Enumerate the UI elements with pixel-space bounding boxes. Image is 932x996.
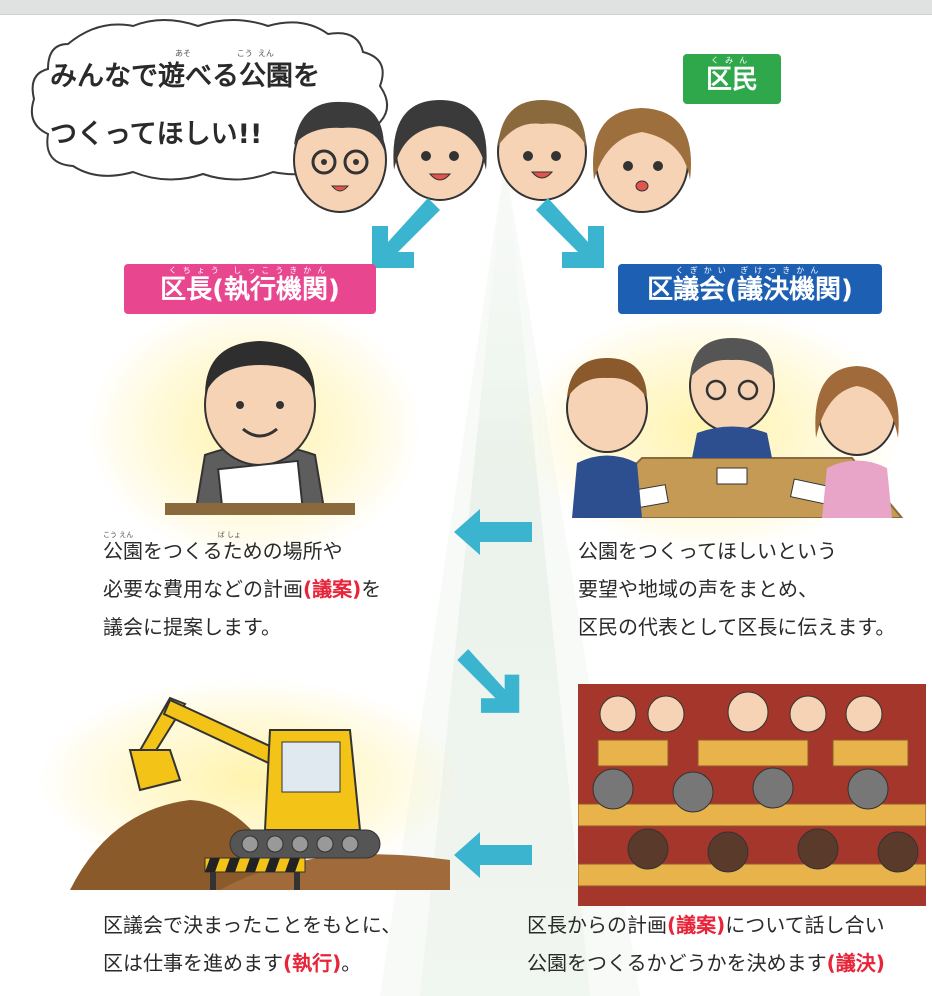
bubble-line-1: みんなで遊べる公園を — [50, 61, 320, 92]
execution-line-2-end: 。 — [341, 951, 362, 975]
label-kucho-ruby: くちょう しっこうきかん — [168, 266, 332, 275]
council-decision-line-2-text: 公園をつくるかどうかを決めます — [527, 951, 827, 975]
mayor-proposal-line-2-text: 必要な費用などの計画 — [103, 577, 303, 601]
top-band — [0, 0, 932, 15]
label-kucho-text: 区長(執行機関) — [160, 275, 340, 305]
mayor-proposal-line-2: 必要な費用などの計画(議案)を — [103, 570, 381, 608]
mayor-text-ruby-1: こう えん ば しょ — [103, 531, 242, 539]
citizen-woman-dark-hair — [393, 100, 487, 201]
arrow-down-right-middle-icon — [457, 649, 520, 713]
bubble-text: みんなで遊べる公園を つくってほしい!! — [50, 48, 380, 164]
execution-emphasis: (執行) — [283, 951, 342, 975]
mayor-illustration — [165, 341, 355, 515]
label-kumin: くみん 区民 — [683, 54, 781, 104]
council-decision-line-2: 公園をつくるかどうかを決めます(議決) — [527, 944, 885, 982]
execution-line-1: 区議会で決まったことをもとに、 — [103, 913, 402, 937]
arrow-left-bottom-icon — [454, 832, 532, 878]
council-request-text: 公園をつくってほしいという 要望や地域の声をまとめ、 区民の代表として区長に伝え… — [578, 532, 895, 646]
label-kumin-text: 区民 — [705, 65, 758, 95]
council-decision-text: 区長からの計画(議案)について話し合い 公園をつくるかどうかを決めます(議決) — [527, 906, 885, 982]
mayor-proposal-line-1: 公園をつくるための場所や — [103, 539, 343, 563]
execution-line-2: 区は仕事を進めます(執行)。 — [103, 944, 401, 982]
label-kugikai: くぎかい ぎけつきかん 区議会(議決機関) — [618, 264, 882, 314]
citizen-man-glasses — [293, 101, 387, 213]
label-kumin-ruby: くみん — [710, 56, 754, 65]
execution-text: 区議会で決まったことをもとに、 区は仕事を進めます(執行)。 — [103, 906, 401, 982]
arrow-down-right-icon — [536, 198, 604, 268]
council-decision-line-1: 区長からの計画(議案)について話し合い — [527, 906, 885, 944]
label-kucho: くちょう しっこうきかん 区長(執行機関) — [124, 264, 376, 314]
bubble-line-2: つくってほしい!! — [50, 119, 263, 150]
mayor-proposal-line-3: 議会に提案します。 — [103, 615, 281, 639]
council-decision-emphasis-2: (議決) — [826, 951, 885, 975]
construction-illustration — [70, 696, 450, 890]
council-decision-line-1-text: 区長からの計画 — [527, 913, 667, 937]
label-kugikai-text: 区議会(議決機関) — [647, 275, 853, 305]
label-kugikai-ruby: くぎかい ぎけつきかん — [675, 266, 825, 275]
citizens-illustration — [293, 100, 691, 213]
execution-line-2-text: 区は仕事を進めます — [103, 951, 283, 975]
council-meeting-illustration — [566, 338, 904, 518]
council-decision-emphasis-1: (議案) — [667, 913, 726, 937]
council-decision-line-1-end: について話し合い — [725, 913, 885, 937]
mayor-proposal-text: 公園をつくるための場所や 必要な費用などの計画(議案)を 議会に提案します。 — [103, 532, 381, 646]
parliament-illustration — [578, 684, 926, 906]
council-request-line-2: 要望や地域の声をまとめ、 — [578, 577, 818, 601]
arrow-left-icon — [454, 509, 532, 555]
arrow-down-left-icon — [372, 198, 440, 268]
citizen-boy-brown-hair — [497, 100, 587, 201]
citizen-woman-brown-hair — [593, 108, 691, 213]
bubble-ruby: あそ こう えん — [175, 49, 274, 58]
mayor-proposal-line-2-end: を — [361, 577, 382, 601]
council-request-line-3: 区民の代表として区長に伝えます。 — [578, 615, 896, 639]
mayor-proposal-emphasis: (議案) — [303, 577, 362, 601]
council-request-line-1: 公園をつくってほしいという — [578, 539, 837, 563]
